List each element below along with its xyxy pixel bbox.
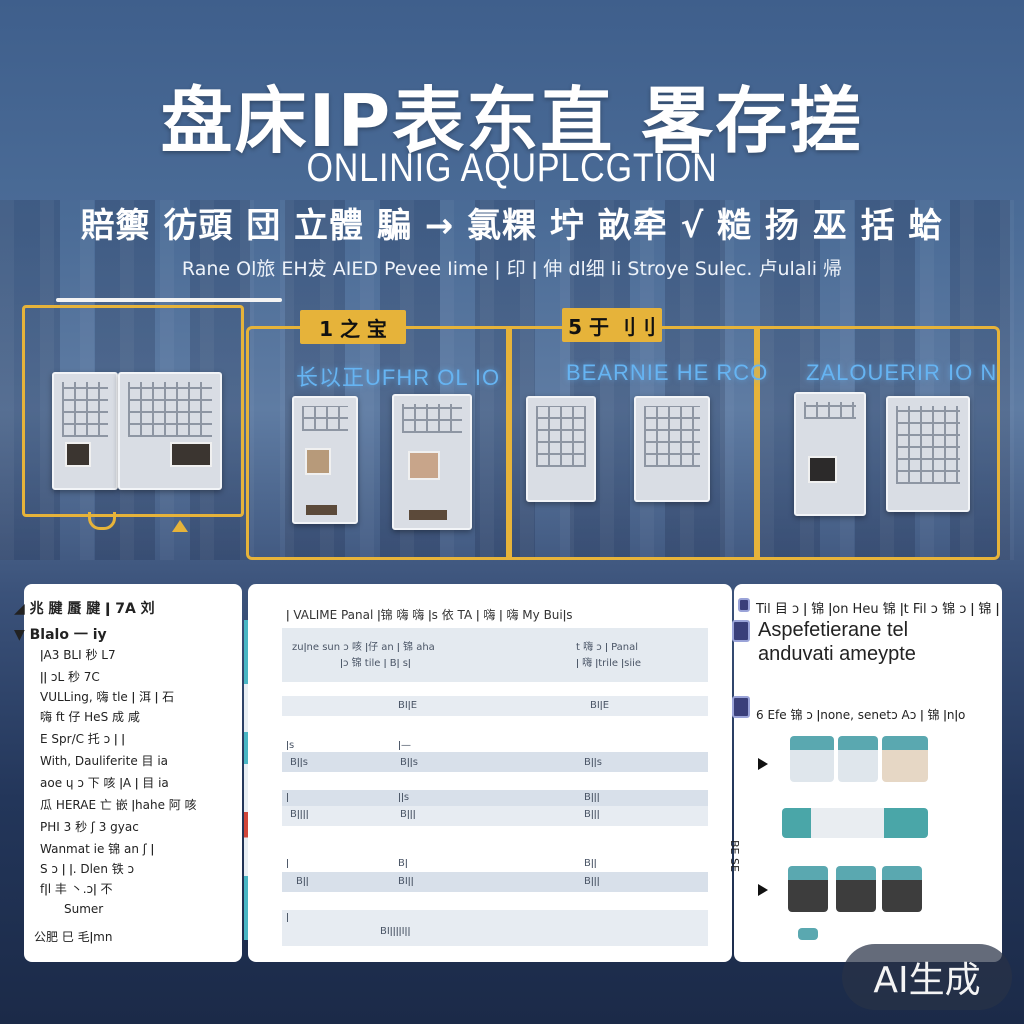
table-row[interactable]: [282, 752, 708, 772]
table-cell: Bǀǀ: [584, 858, 597, 869]
table-cell: ǀ: [286, 792, 289, 803]
table-cell: zuǀne sun ɔ 咳 ǀ仔 an ǀ 锦 aha: [292, 642, 435, 653]
device-unit: [886, 396, 970, 512]
device-unit: [794, 392, 866, 516]
table-cell: BIǀE: [398, 700, 418, 711]
device-unit: [292, 396, 358, 524]
table-row[interactable]: [282, 696, 708, 716]
panel-label-2: BEARNIE HE RCO: [566, 360, 769, 385]
table-cell: Bǀǀs: [584, 757, 602, 768]
list-item[interactable]: fǀl 丰 丶.ɔǀ 不: [40, 882, 113, 896]
list-item[interactable]: 公肥 巳 毛ǀmn: [34, 930, 113, 944]
table-row[interactable]: [282, 910, 708, 946]
table-cell: t 嗨 ɔ ǀ Panal: [576, 642, 639, 653]
info-title-line: Aspefetierane tel: [758, 619, 909, 641]
ai-watermark: AI生成: [842, 944, 1012, 1010]
table-row[interactable]: [282, 790, 708, 810]
table-cell: Bǀǀǀ: [584, 876, 600, 887]
table-row[interactable]: [282, 872, 708, 892]
play-icon[interactable]: [758, 758, 768, 770]
table-cell: Bǀǀ: [296, 876, 309, 887]
list-item[interactable]: ǀǀ ɔL 秒 7C: [40, 670, 100, 684]
illustration: [838, 736, 878, 782]
device-unit: [52, 372, 118, 490]
white-bar: [56, 298, 282, 302]
left-frame: [22, 305, 244, 517]
table-header: ǀ VALIME Panal ǀ锦 嗨 嗨 ǀs 依 TA ǀ 嗨 ǀ 嗨 My…: [286, 608, 573, 622]
tagline: Rane Ol旅 EH犮 AIED Pevee Iime | 印 ǀ 伸 dl细…: [181, 258, 843, 280]
table-cell: Bǀǀs: [400, 757, 418, 768]
gold-tab-1[interactable]: 1 之 宝: [300, 310, 406, 344]
device-unit: [392, 394, 472, 530]
panel-label-3: ZALOUERIR IO N: [806, 360, 998, 385]
side-label: BE SE: [728, 840, 741, 872]
table-cell: Bǀǀǀǀ: [290, 809, 309, 820]
gold-tab-2[interactable]: 5 于 刂刂: [562, 308, 662, 342]
page-title: 盘床IP表东直 畧存搓: [160, 79, 864, 163]
play-icon[interactable]: [758, 884, 768, 896]
illustration: [882, 866, 922, 912]
table-header-band: [282, 628, 708, 682]
badge-icon: [732, 620, 750, 642]
list-item[interactable]: aoe ɥ ɔ 下 咳 ǀA ǀ 目 ia: [40, 776, 169, 790]
panel-label-1: 长以正UFHR OL IO: [296, 365, 501, 390]
frame-divider-1: [506, 326, 512, 560]
table-cell: Bǀǀǀ: [400, 809, 416, 820]
table-cell: BIǀǀǀǀIǀǀ: [380, 926, 411, 937]
table-cell: ǀ—: [398, 740, 411, 751]
table-cell: Bǀǀs: [290, 757, 308, 768]
english-subtitle: ONLINIG AQUPLCGTION: [306, 146, 718, 190]
list-item[interactable]: ǀA3 BLI 秒 L7: [40, 648, 116, 662]
table-cell: BIǀE: [590, 700, 610, 711]
table-cell: Bǀǀǀ: [584, 809, 600, 820]
table-cell: ǀǀs: [398, 792, 410, 803]
shield-icon: [738, 598, 750, 612]
badge-icon: [732, 696, 750, 718]
list-item[interactable]: ▼ Blalo 一 iy: [14, 627, 107, 643]
device-unit: [526, 396, 596, 502]
illustration: [790, 736, 834, 782]
list-item[interactable]: 瓜 HERAE 亡 嵌 ǀhahe 阿 咳: [40, 798, 197, 812]
table-cell: ǀs: [286, 740, 295, 751]
frame-divider-2: [754, 326, 760, 560]
illustration: [836, 866, 876, 912]
info-title-line: anduvati ameypte: [758, 643, 916, 665]
illustration: [782, 808, 928, 838]
device-unit: [634, 396, 710, 502]
table-row[interactable]: [282, 806, 708, 826]
illustration: [882, 736, 928, 782]
illustration: [788, 866, 828, 912]
list-item[interactable]: S ɔ ǀ ǀ. Dlen 铁 ɔ: [40, 862, 135, 876]
illustration: [798, 928, 818, 940]
list-item[interactable]: Sumer: [64, 902, 104, 916]
table-cell: BIǀǀ: [398, 876, 414, 887]
list-item[interactable]: 嗨 ft 仔 HeS 成 咸: [40, 710, 140, 724]
device-unit: [118, 372, 222, 490]
table-cell: ǀ 嗨 ǀtrile ǀsiie: [576, 658, 642, 669]
list-item[interactable]: VULLing, 嗨 tle ǀ 洱 ǀ 石: [40, 690, 175, 704]
list-item[interactable]: PHI 3 秒 ʃ 3 gyac: [40, 820, 139, 834]
list-item[interactable]: ◢ 兆 腱 蜃 腱 ǀ 7A 刘: [14, 601, 155, 617]
frame-marker: [172, 520, 188, 532]
table-cell: ǀ: [286, 912, 289, 923]
chinese-subtitle: 賠籞 彷頭 団 立體 騙 → 氯粿 坾 畝牵 √ 糙 扬 巫 括 蛤: [80, 206, 944, 246]
list-item[interactable]: With, Dauliferite 目 ia: [40, 754, 169, 768]
table-cell: ǀɔ 锦 tile ǀ Bǀ sǀ: [340, 658, 411, 669]
info-title: Aspefetierane tel anduvati ameypte: [758, 618, 916, 666]
table-cell: Bǀǀǀ: [584, 792, 600, 803]
frame-hook: [88, 512, 116, 530]
info-subheader: 6 Efe 锦 ɔ ǀnone, senetɔ Aɔ ǀ 锦 ǀnǀo: [756, 708, 966, 722]
table-cell: ǀ: [286, 858, 289, 869]
left-card: [24, 584, 242, 962]
list-item[interactable]: Wanmat ie 锦 an ʃ ǀ: [40, 842, 155, 856]
info-header: Til 目 ɔ ǀ 锦 ǀon Heu 锦 ǀt Fil ɔ 锦 ɔ ǀ 锦 ǀ: [756, 602, 1000, 617]
table-cell: Bǀ: [398, 858, 408, 869]
list-item[interactable]: E Spr/C 托 ɔ ǀ ǀ: [40, 732, 125, 746]
